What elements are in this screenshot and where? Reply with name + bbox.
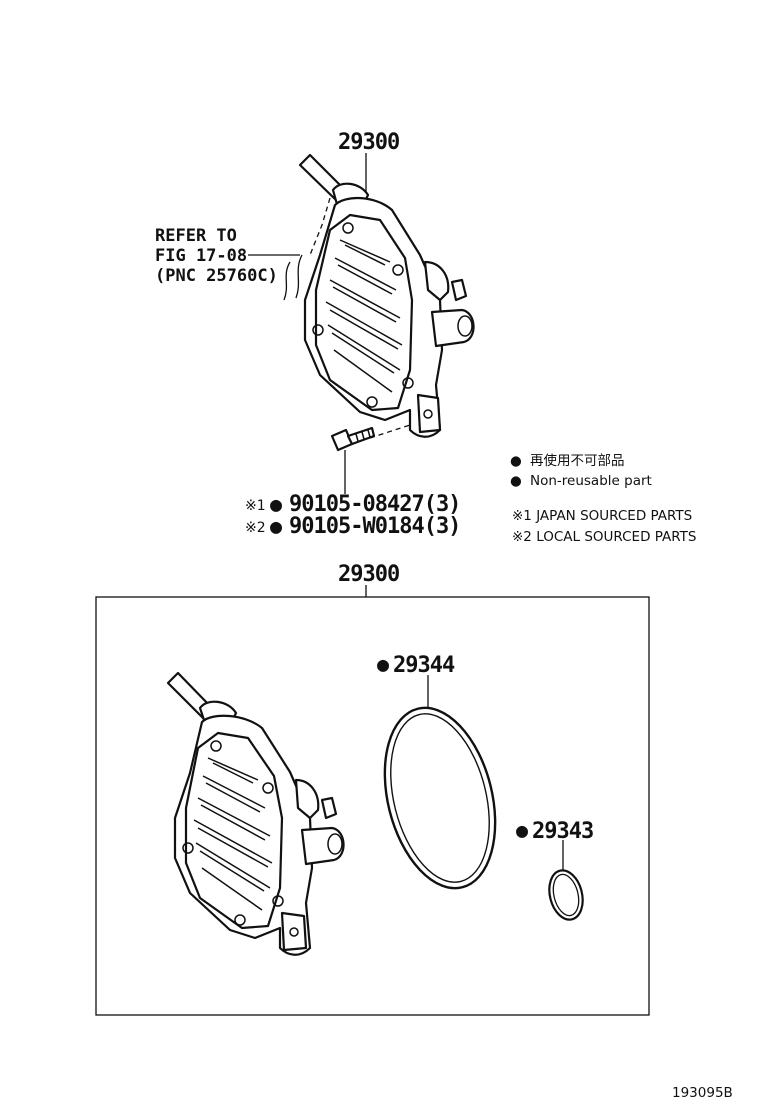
legend-japan-sourced: ※1 JAPAN SOURCED PARTS — [512, 508, 692, 524]
kit-pump-assembly — [166, 671, 345, 956]
legend-local-sourced: ※2 LOCAL SOURCED PARTS — [512, 529, 697, 545]
top-pump-assembly — [298, 153, 475, 439]
kit-part-number: 29300 — [338, 562, 399, 587]
top-part-number: 29300 — [338, 130, 399, 155]
small-oring — [548, 869, 584, 921]
legend-dot-2: ● — [510, 473, 522, 489]
legend: ● 再使用不可部品 ● Non-reusable part ※1 JAPAN S… — [510, 452, 697, 545]
legend-dot-1: ● — [510, 453, 522, 469]
bolt-icon — [330, 426, 376, 452]
large-oring — [383, 706, 497, 890]
figure-code: 193095B — [672, 1085, 733, 1101]
legend-english: Non-reusable part — [530, 473, 652, 489]
bolt-2-mark: ※2 — [245, 520, 266, 536]
bolt-1-mark: ※1 — [245, 498, 266, 514]
kit-box — [95, 596, 650, 1016]
large-oring-part-number: 29344 — [393, 653, 455, 678]
legend-japanese: 再使用不可部品 — [530, 452, 625, 469]
refer-line-3: (PNC 25760C) — [155, 266, 278, 286]
hose-reference-lines — [248, 254, 303, 301]
large-oring-dot: ● — [377, 652, 389, 676]
refer-line-1: REFER TO — [155, 226, 237, 246]
small-oring-dot: ● — [516, 818, 528, 842]
bolt-1-part-number: 90105-08427(3) — [289, 492, 460, 517]
bolt-2-part-number: 90105-W0184(3) — [289, 514, 460, 539]
bolt-1-dot: ● — [270, 492, 282, 516]
refer-line-2: FIG 17-08 — [155, 246, 247, 266]
bolt-2-dot: ● — [270, 514, 282, 538]
small-oring-part-number: 29343 — [532, 819, 593, 844]
